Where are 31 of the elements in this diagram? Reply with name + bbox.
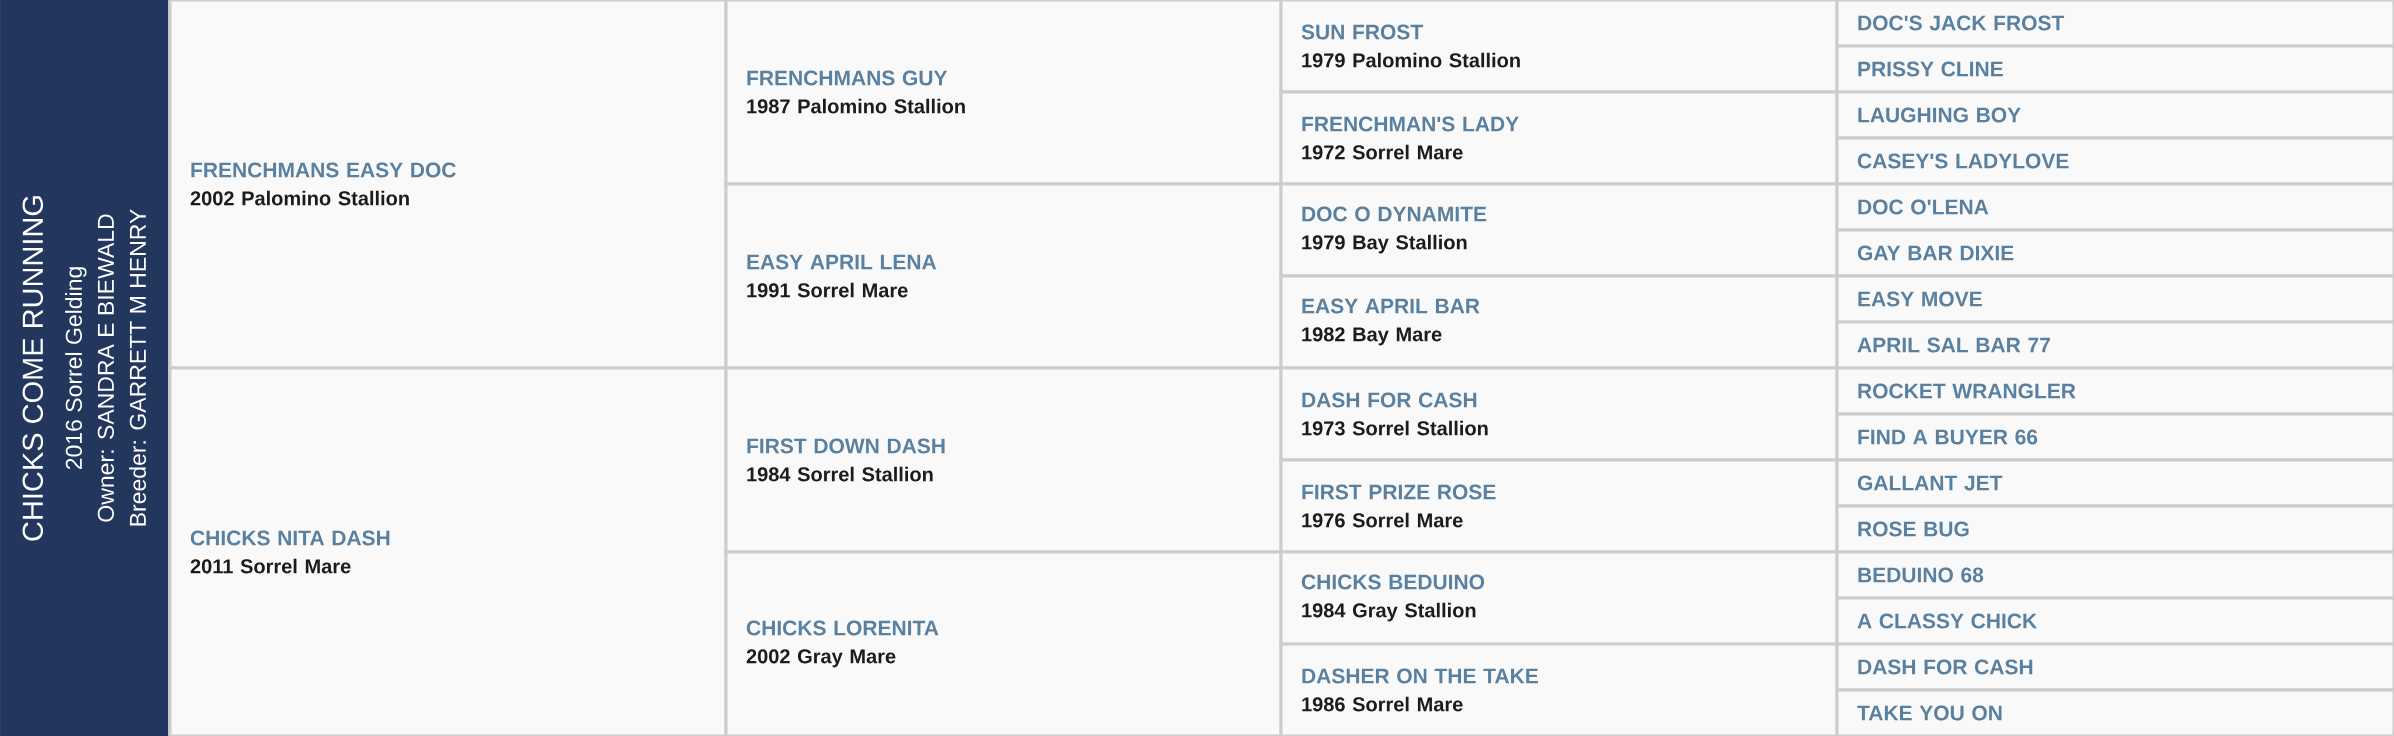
pedigree-cell: CHICKS NITA DASH 2011 Sorrel Mare <box>168 366 728 736</box>
pedigree-cell: FIRST PRIZE ROSE 1976 Sorrel Mare <box>1279 458 1839 554</box>
pedigree-cell: TAKE YOU ON <box>1835 688 2394 736</box>
pedigree-cell: DASHER ON THE TAKE 1986 Sorrel Mare <box>1279 642 1839 736</box>
pedigree-cell: LAUGHING BOY <box>1835 90 2394 140</box>
pedigree-cell: EASY APRIL BAR 1982 Bay Mare <box>1279 274 1839 370</box>
pedigree-cell: GALLANT JET <box>1835 458 2394 508</box>
pedigree-cell: CHICKS LORENITA 2002 Gray Mare <box>724 550 1283 736</box>
pedigree-cell: FRENCHMANS EASY DOC 2002 Palomino Stallion <box>168 0 728 370</box>
pedigree-cell: DOC'S JACK FROST <box>1835 0 2394 48</box>
pedigree-cell: PRISSY CLINE <box>1835 44 2394 94</box>
pedigree-cell: DASH FOR CASH <box>1835 642 2394 692</box>
pedigree-cell: BEDUINO 68 <box>1835 550 2394 600</box>
pedigree-cell: DOC O'LENA <box>1835 182 2394 232</box>
info-band: CHICKS COME RUNNING 2016 Sorrel Gelding Owner: SANDRA E BIEWALD Breeder: GARRETT M HENRY <box>0 0 169 736</box>
pedigree-cell: CHICKS BEDUINO 1984 Gray Stallion <box>1279 550 1839 646</box>
pedigree-cell: GAY BAR DIXIE <box>1835 228 2394 278</box>
pedigree-cell: ROCKET WRANGLER <box>1835 366 2394 416</box>
pedigree-cell: ROSE BUG <box>1835 504 2394 554</box>
pedigree-cell: EASY APRIL LENA 1991 Sorrel Mare <box>724 182 1283 370</box>
pedigree-cell: APRIL SAL BAR 77 <box>1835 320 2394 370</box>
pedigree-cell: EASY MOVE <box>1835 274 2394 324</box>
pedigree-cell: FIRST DOWN DASH 1984 Sorrel Stallion <box>724 366 1283 554</box>
pedigree-cell: CASEY'S LADYLOVE <box>1835 136 2394 186</box>
pedigree-cell: SUN FROST 1979 Palomino Stallion <box>1279 0 1839 94</box>
pedigree-cell: DOC O DYNAMITE 1979 Bay Stallion <box>1279 182 1839 278</box>
pedigree-cell: A CLASSY CHICK <box>1835 596 2394 646</box>
pedigree-cell: FRENCHMAN'S LADY 1972 Sorrel Mare <box>1279 90 1839 186</box>
pedigree-cell: DASH FOR CASH 1973 Sorrel Stallion <box>1279 366 1839 462</box>
pedigree-cell: FRENCHMANS GUY 1987 Palomino Stallion <box>724 0 1283 186</box>
pedigree-cell: FIND A BUYER 66 <box>1835 412 2394 462</box>
